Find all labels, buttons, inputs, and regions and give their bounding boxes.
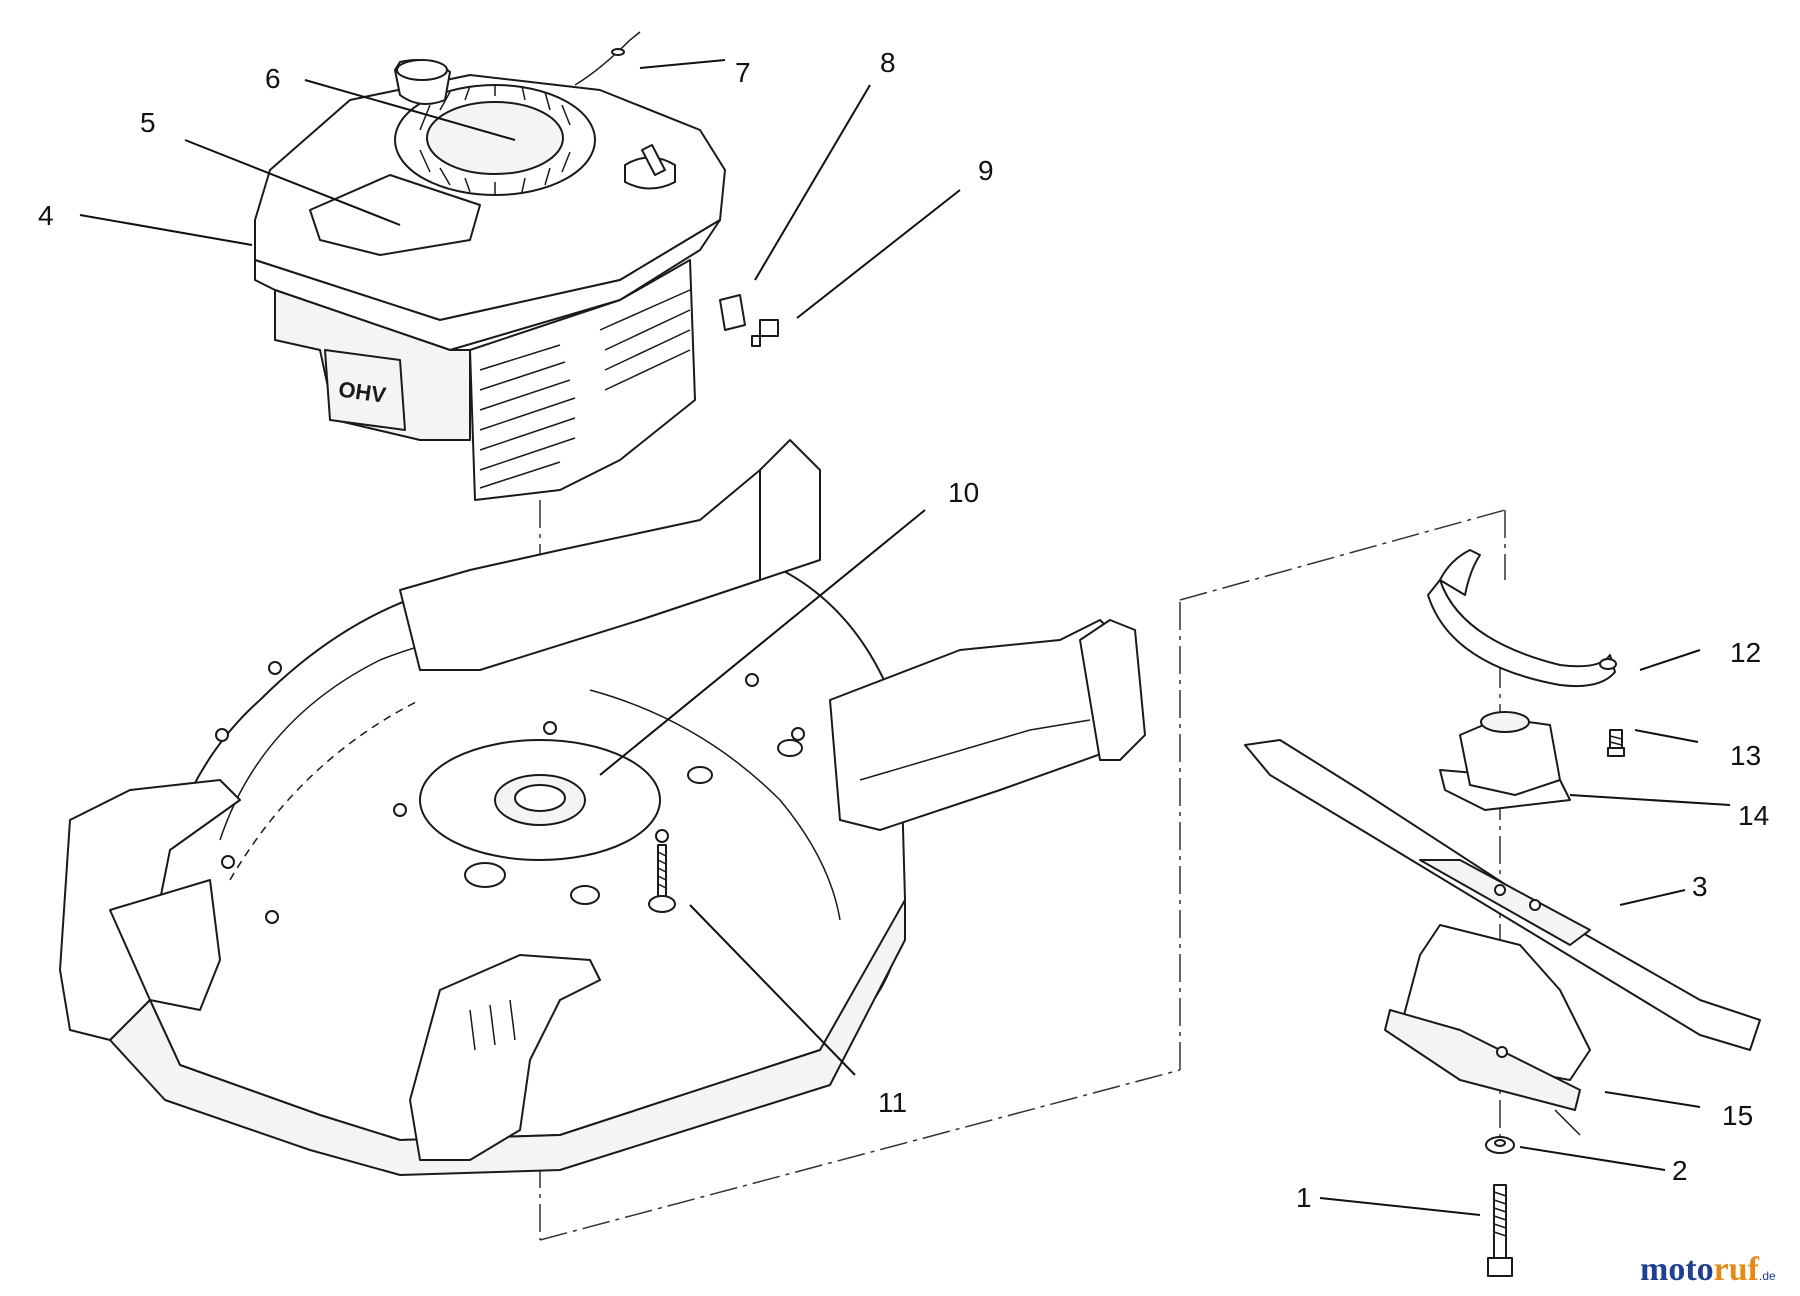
part-label-8: 8 (880, 47, 896, 78)
part-label-15: 15 (1722, 1100, 1753, 1131)
blade-assembly (1244, 549, 1761, 1277)
mower-deck (59, 439, 1146, 1176)
watermark-part2: ruf (1714, 1251, 1760, 1288)
watermark-logo: motoruf.de (1640, 1251, 1776, 1288)
part-label-9: 9 (978, 155, 994, 186)
part-label-4: 4 (38, 200, 54, 231)
watermark-suffix: .de (1759, 1269, 1776, 1283)
part-label-6: 6 (265, 63, 281, 94)
screw-13 (1607, 729, 1625, 757)
part-label-12: 12 (1730, 637, 1761, 668)
part-label-13: 13 (1730, 740, 1761, 771)
bolt-9 (751, 319, 779, 347)
blade-bolt-1 (1487, 1184, 1513, 1277)
deck-bolt-11 (648, 844, 676, 913)
watermark-part1: moto (1640, 1251, 1714, 1288)
part-label-10: 10 (948, 477, 979, 508)
bracket-8 (719, 294, 746, 331)
part-label-7: 7 (735, 57, 751, 88)
svg-text:motoruf.de: motoruf.de (1640, 1251, 1776, 1288)
part-labels: 1 2 3 4 5 6 7 8 9 10 11 12 13 14 15 (38, 47, 1769, 1213)
leader-lines (79, 59, 1731, 1216)
part-label-5: 5 (140, 107, 156, 138)
part-label-3: 3 (1692, 871, 1708, 902)
part-label-1: 1 (1296, 1182, 1312, 1213)
part-label-11: 11 (878, 1087, 907, 1118)
part-label-2: 2 (1672, 1155, 1688, 1186)
starter-grille (419, 84, 571, 194)
cooling-fins (479, 289, 691, 489)
part-label-14: 14 (1738, 800, 1769, 831)
engine: OHV (254, 31, 779, 501)
